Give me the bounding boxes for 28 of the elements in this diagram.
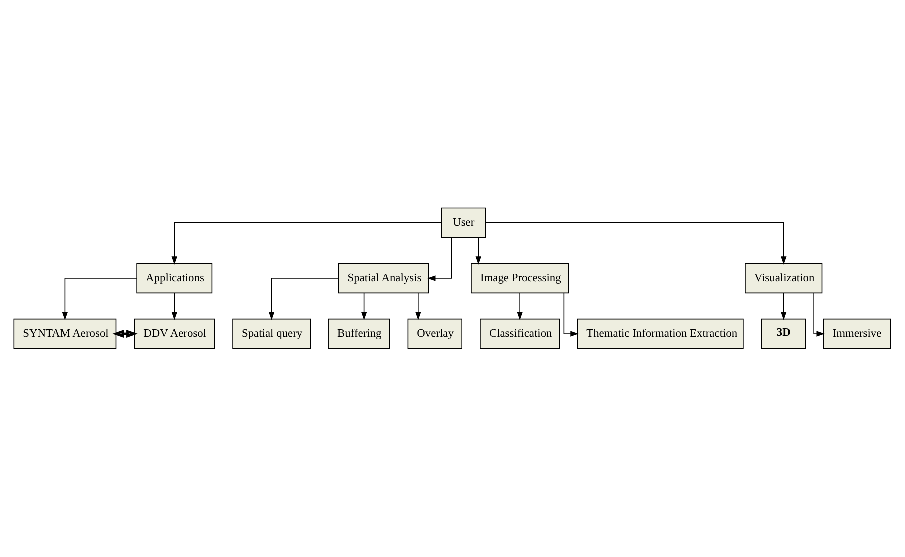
arrow bbox=[172, 222, 442, 265]
arrow bbox=[476, 237, 482, 265]
node-box: Image Processing bbox=[471, 263, 570, 294]
node-box: Buffering bbox=[328, 318, 390, 350]
node-box: SYNTAM Aerosol bbox=[14, 318, 117, 350]
node-box: Overlay bbox=[408, 318, 462, 350]
arrow bbox=[781, 292, 787, 320]
arrow bbox=[814, 292, 825, 337]
arrow bbox=[428, 237, 452, 282]
node-box: Visualization bbox=[745, 263, 823, 294]
node-box: Spatial query bbox=[232, 318, 312, 350]
node-box: Classification bbox=[480, 318, 560, 350]
node-box: Immersive bbox=[823, 318, 892, 350]
arrow bbox=[361, 292, 368, 320]
arrow bbox=[62, 278, 138, 320]
arrow bbox=[416, 292, 422, 320]
arrow bbox=[268, 278, 339, 320]
node-box: Spatial Analysis bbox=[338, 263, 430, 294]
node-box: DDV Aerosol bbox=[134, 318, 216, 350]
arrow bbox=[564, 292, 579, 337]
arrow bbox=[486, 222, 787, 265]
arrow bbox=[172, 292, 178, 320]
arrow bbox=[112, 330, 138, 338]
arrow bbox=[517, 292, 523, 320]
node-box: Applications bbox=[136, 263, 213, 294]
node-box: User bbox=[441, 208, 486, 238]
node-box: Thematic Information Extraction bbox=[577, 318, 744, 350]
node-box: 3D bbox=[761, 318, 806, 350]
